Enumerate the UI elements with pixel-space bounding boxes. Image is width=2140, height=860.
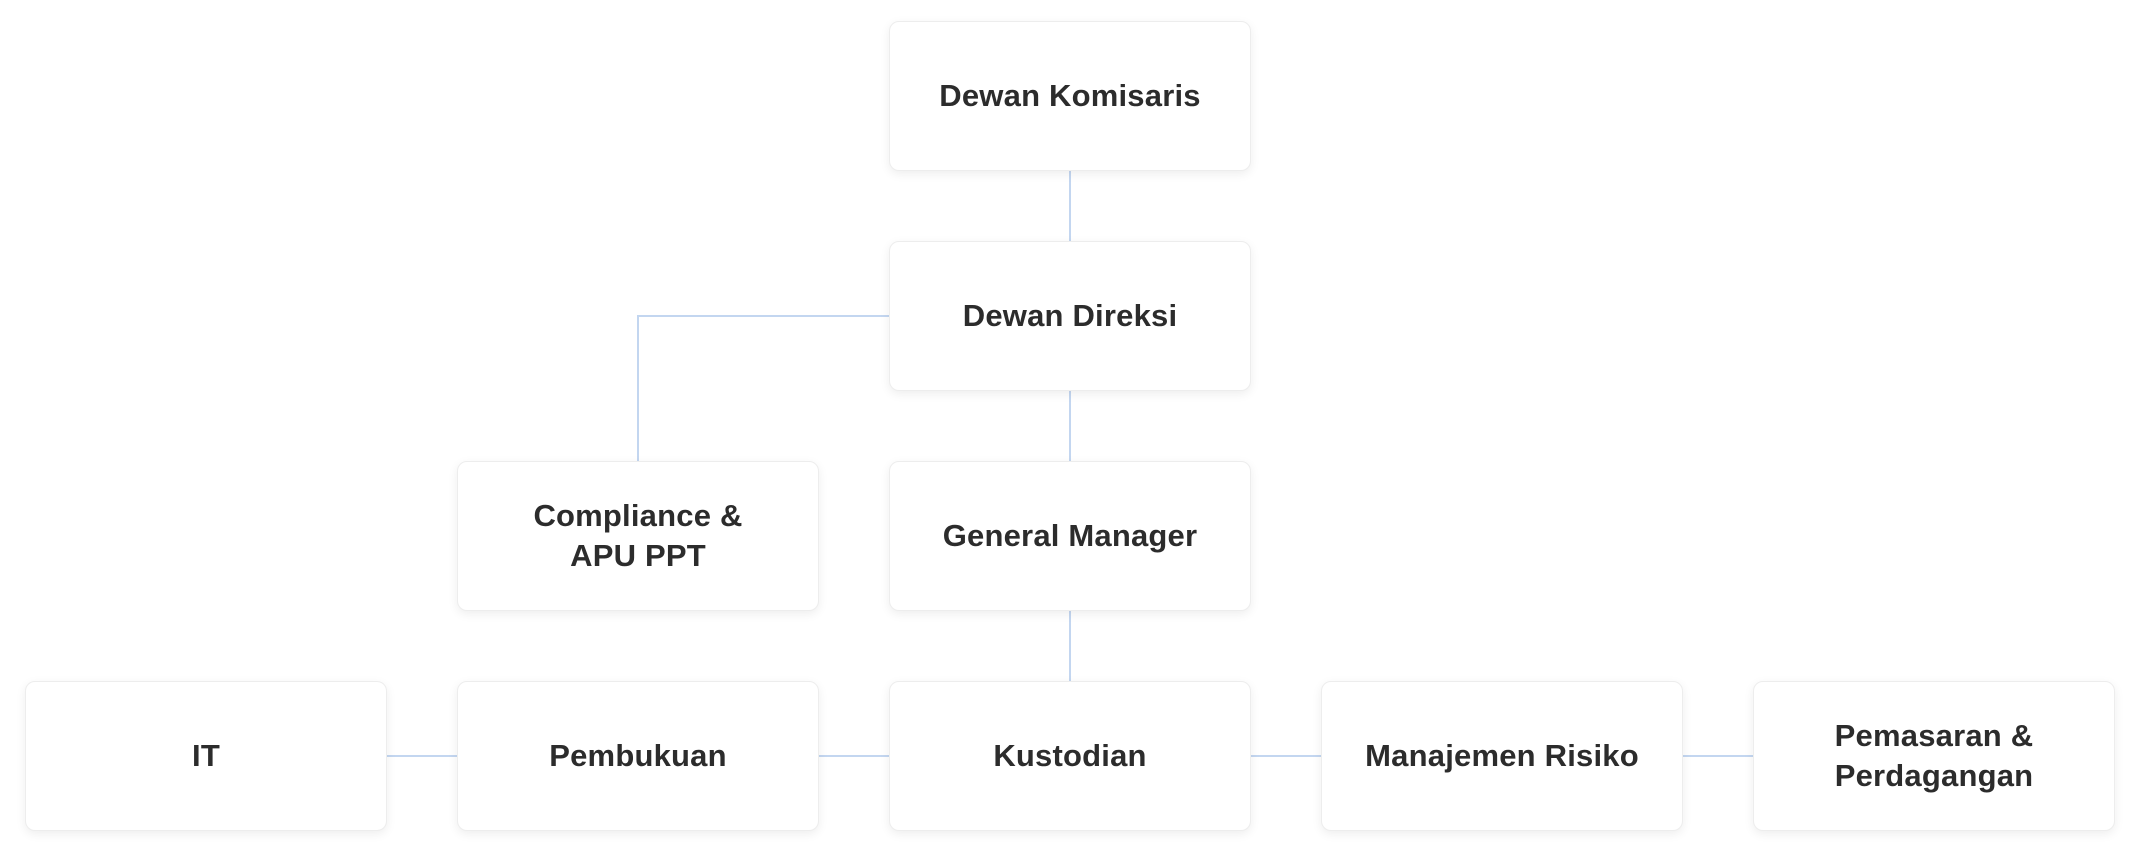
node-label: Pemasaran & Perdagangan <box>1834 718 2034 793</box>
node-general-manager[interactable]: General Manager <box>889 461 1251 611</box>
node-it[interactable]: IT <box>25 681 387 831</box>
node-dewan-direksi[interactable]: Dewan Direksi <box>889 241 1251 391</box>
connector-direksi-compliance <box>637 315 889 461</box>
node-pemasaran-perdagangan[interactable]: Pemasaran & Perdagangan <box>1753 681 2115 831</box>
node-label: Dewan Komisaris <box>939 78 1201 113</box>
node-compliance-apu-ppt[interactable]: Compliance & APU PPT <box>457 461 819 611</box>
node-label: Kustodian <box>993 738 1147 773</box>
node-label: IT <box>192 738 220 773</box>
node-label: Manajemen Risiko <box>1365 738 1639 773</box>
node-label: Compliance & APU PPT <box>533 498 743 573</box>
node-manajemen-risiko[interactable]: Manajemen Risiko <box>1321 681 1683 831</box>
node-label: Dewan Direksi <box>962 298 1178 333</box>
node-label: General Manager <box>942 518 1198 553</box>
node-dewan-komisaris[interactable]: Dewan Komisaris <box>889 21 1251 171</box>
node-pembukuan[interactable]: Pembukuan <box>457 681 819 831</box>
node-kustodian[interactable]: Kustodian <box>889 681 1251 831</box>
node-label: Pembukuan <box>549 738 727 773</box>
